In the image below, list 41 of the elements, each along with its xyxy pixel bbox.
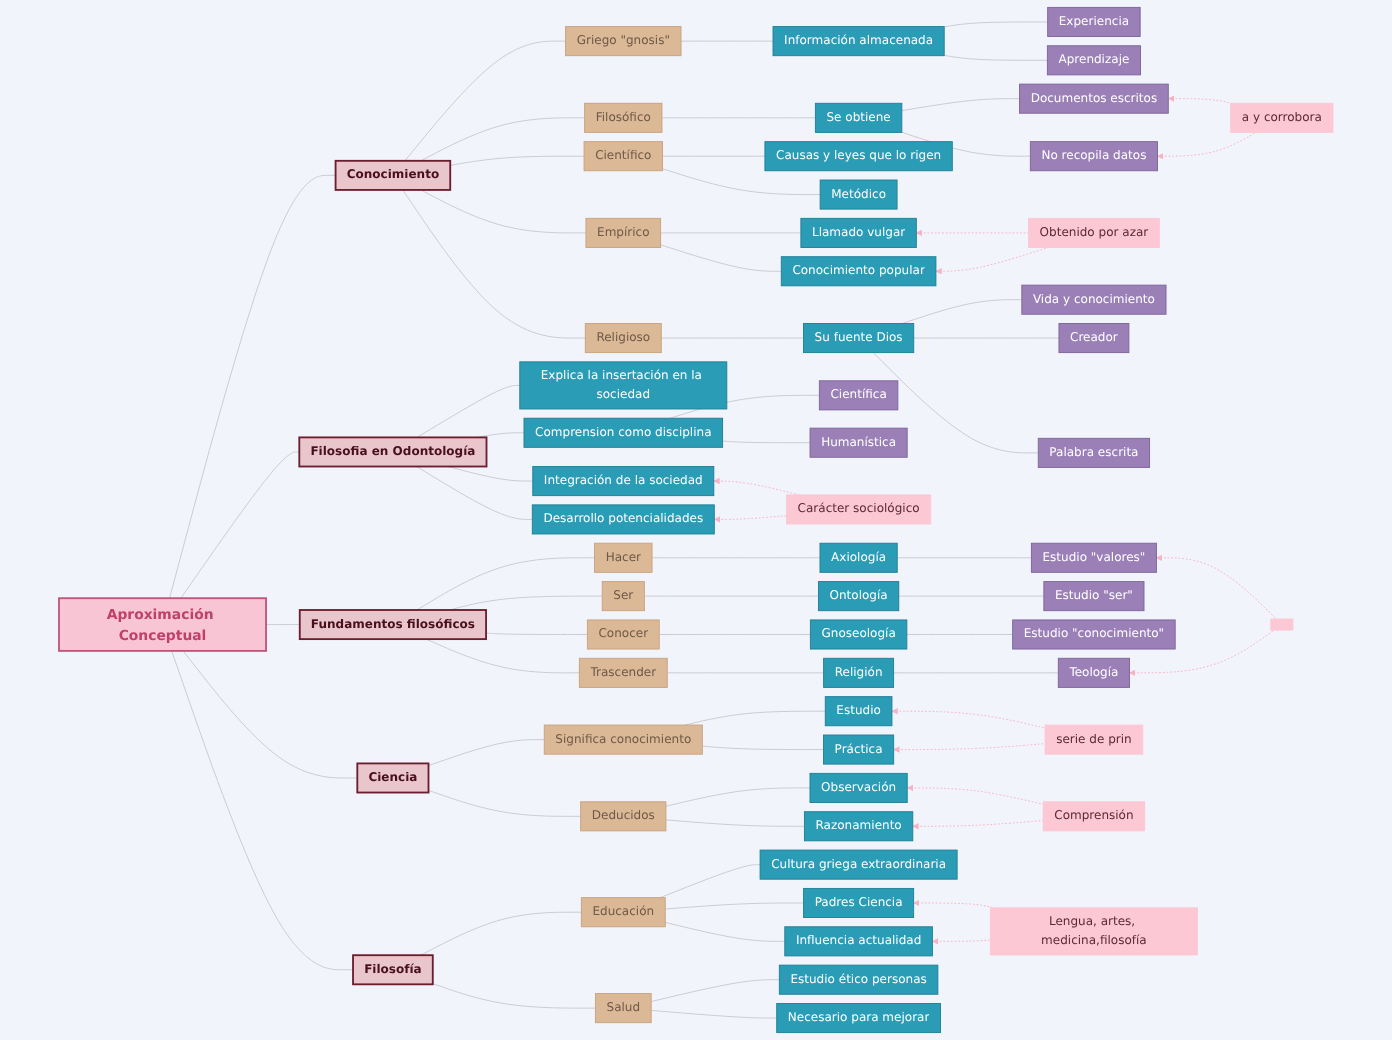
connector [665,819,805,827]
connector [650,1009,778,1019]
connector [872,352,1039,454]
connector [650,979,780,1002]
connector [658,634,811,635]
connector [425,638,580,674]
connector [659,864,761,899]
connector [182,650,358,779]
connector [701,745,824,750]
connector [420,189,587,234]
connector [404,40,566,162]
connector [420,911,582,956]
connector [428,789,582,817]
connector [265,624,301,625]
connector [665,787,811,807]
connector [432,983,596,1009]
connector [901,98,1020,112]
connector [171,650,354,971]
connector [943,21,1049,28]
connector [416,466,533,520]
connector [660,244,782,272]
connector [448,595,603,611]
connector [662,168,821,195]
connector [664,902,805,910]
connector [684,710,826,726]
connector [416,557,595,611]
connector [906,634,1014,635]
connector [420,117,586,162]
connector [485,632,588,635]
connector [447,466,534,482]
connector [416,384,521,438]
connector [402,189,586,339]
connector [664,921,786,942]
connector [428,739,545,767]
connector [943,54,1048,61]
connector [180,451,300,599]
connector [901,299,1023,324]
connector [722,440,811,444]
connector [449,155,585,166]
node-box [1270,618,1294,631]
connector [169,174,337,599]
